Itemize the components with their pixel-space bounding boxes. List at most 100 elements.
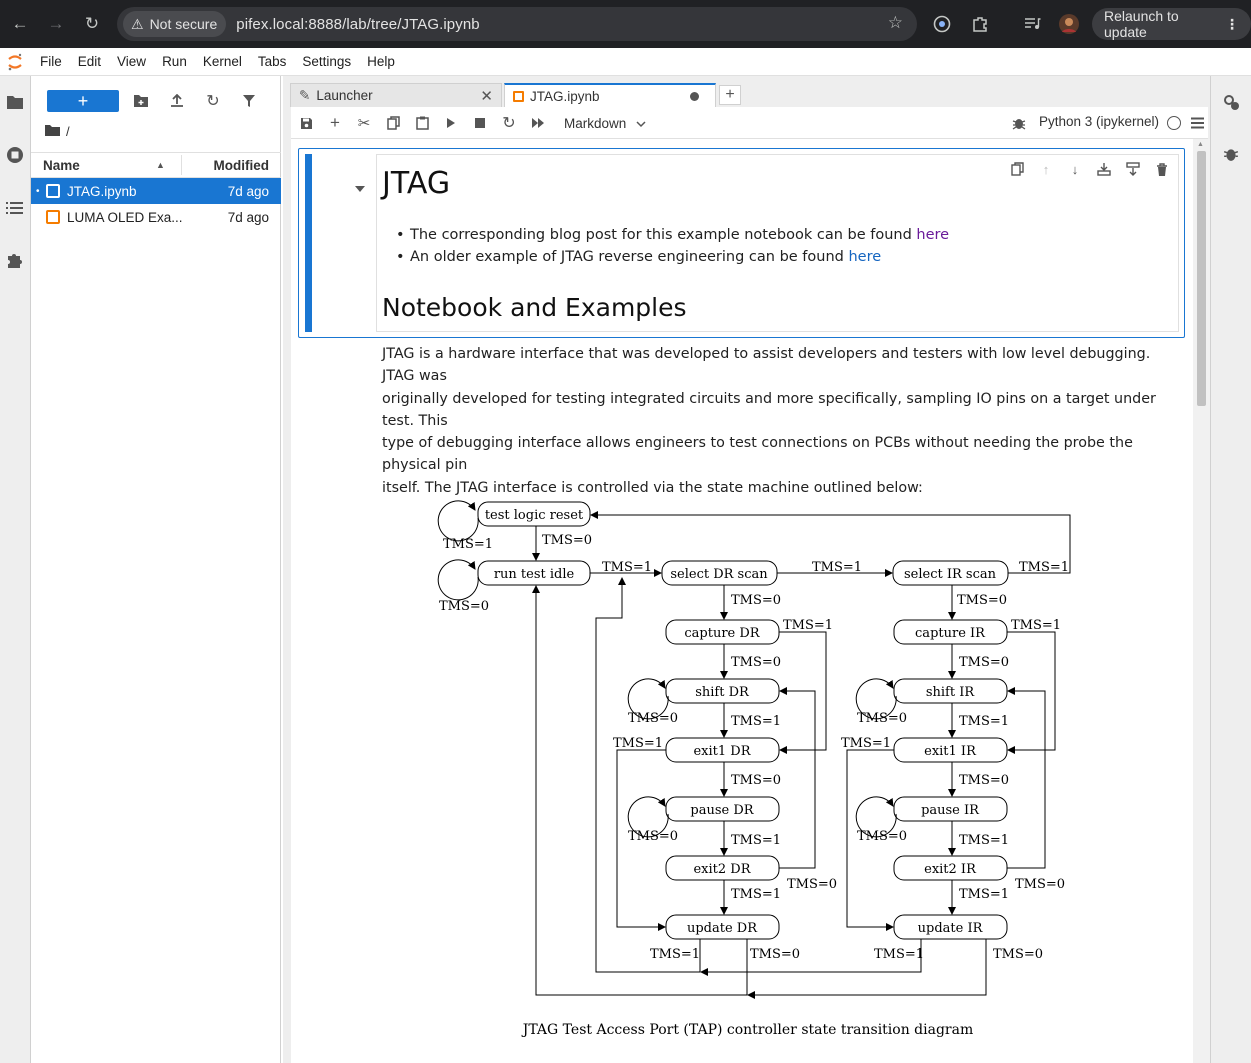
tms-label: TMS=0 bbox=[959, 773, 1009, 788]
extensions-icon[interactable] bbox=[968, 12, 992, 36]
folder-icon[interactable] bbox=[4, 91, 26, 113]
sort-ascending-icon[interactable]: ▲ bbox=[156, 160, 165, 170]
jupyter-logo-icon bbox=[0, 48, 30, 76]
state-label: update DR bbox=[687, 921, 758, 936]
tms-label: TMS=0 bbox=[787, 877, 837, 892]
relaunch-button[interactable]: Relaunch to update ⋮ bbox=[1092, 8, 1251, 40]
folder-root-icon[interactable] bbox=[45, 124, 60, 139]
duplicate-cell-icon[interactable] bbox=[1008, 160, 1026, 178]
unsaved-dot-icon[interactable] bbox=[690, 92, 699, 101]
close-icon[interactable]: ✕ bbox=[480, 87, 493, 105]
menu-edit[interactable]: Edit bbox=[77, 54, 102, 69]
file-row[interactable]: • JTAG.ipynb 7d ago bbox=[31, 178, 281, 204]
tms-label: TMS=0 bbox=[628, 829, 678, 844]
url-text[interactable]: pifex.local:8888/lab/tree/JTAG.ipynb bbox=[236, 15, 480, 33]
column-name[interactable]: Name bbox=[43, 157, 80, 173]
state-udr bbox=[665, 914, 780, 940]
filter-icon[interactable] bbox=[238, 90, 260, 112]
reload-icon[interactable]: ↻ bbox=[84, 14, 100, 33]
move-up-icon[interactable]: ↑ bbox=[1042, 161, 1050, 177]
column-modified[interactable]: Modified bbox=[213, 157, 270, 173]
property-inspector-icon[interactable] bbox=[1223, 94, 1241, 115]
menu-settings[interactable]: Settings bbox=[302, 54, 352, 69]
menu-view[interactable]: View bbox=[117, 54, 147, 69]
paste-icon[interactable] bbox=[412, 113, 432, 133]
insert-above-icon[interactable] bbox=[1095, 160, 1113, 178]
extensions-puzzle-icon[interactable] bbox=[4, 249, 26, 271]
menu-hamburger-icon[interactable] bbox=[1187, 113, 1207, 133]
tms-label: TMS=1 bbox=[841, 736, 891, 751]
kernel-name[interactable]: Python 3 (ipykernel) bbox=[1039, 114, 1160, 129]
tms-label: TMS=0 bbox=[750, 947, 800, 962]
new-launcher-button[interactable]: + bbox=[47, 90, 119, 112]
tap-state-diagram: test logic reset run test idle select DR… bbox=[437, 500, 1071, 1038]
new-folder-icon[interactable] bbox=[130, 90, 152, 112]
tms-label: TMS=1 bbox=[731, 887, 781, 902]
running-kernels-icon[interactable] bbox=[4, 144, 26, 166]
run-cell-icon[interactable] bbox=[441, 113, 461, 133]
restart-kernel-icon[interactable]: ↻ bbox=[502, 115, 516, 132]
debugger-panel-icon[interactable] bbox=[1223, 146, 1239, 165]
collapse-heading-icon[interactable] bbox=[354, 181, 366, 196]
media-controls-icon[interactable] bbox=[1020, 12, 1044, 36]
address-bar[interactable]: ⚠ Not secure pifex.local:8888/lab/tree/J… bbox=[117, 7, 917, 41]
older-example-link[interactable]: here bbox=[848, 249, 882, 265]
insert-cell-icon[interactable]: + bbox=[330, 113, 340, 132]
file-name: JTAG.ipynb bbox=[67, 183, 137, 199]
state-label: exit2 DR bbox=[693, 862, 751, 877]
heading-jtag: JTAG bbox=[382, 166, 451, 201]
state-label: pause DR bbox=[690, 803, 754, 818]
back-icon[interactable]: ← bbox=[11, 14, 29, 33]
file-list-header: Name ▲ Modified bbox=[31, 152, 281, 178]
cell-type-select[interactable]: Markdown bbox=[564, 113, 646, 133]
menu-kernel[interactable]: Kernel bbox=[202, 54, 242, 69]
avatar[interactable] bbox=[1057, 12, 1081, 36]
cell-content[interactable] bbox=[376, 154, 1179, 332]
save-icon[interactable] bbox=[296, 113, 316, 133]
breadcrumb-path[interactable]: / bbox=[66, 124, 70, 139]
list-item: An older example of JTAG reverse enginee… bbox=[396, 249, 882, 265]
delete-cell-icon[interactable] bbox=[1153, 160, 1171, 178]
cell-collapser[interactable] bbox=[305, 154, 312, 332]
forward-icon[interactable]: → bbox=[47, 14, 65, 33]
menubar: File Edit View Run Kernel Tabs Settings … bbox=[0, 48, 1251, 76]
notebook-tab-icon bbox=[513, 90, 524, 102]
tms-label: TMS=1 bbox=[731, 714, 781, 729]
tms-label: TMS=1 bbox=[874, 947, 924, 962]
add-tab-button[interactable]: + bbox=[719, 85, 741, 105]
tms-label: TMS=0 bbox=[731, 593, 781, 608]
menu-help[interactable]: Help bbox=[367, 54, 395, 69]
refresh-icon[interactable]: ↻ bbox=[206, 93, 220, 110]
interrupt-kernel-icon[interactable] bbox=[470, 113, 490, 133]
security-chip[interactable]: ⚠ Not secure bbox=[123, 11, 227, 37]
table-of-contents-icon[interactable] bbox=[4, 197, 26, 219]
profile-sync-icon[interactable] bbox=[930, 12, 954, 36]
scroll-thumb[interactable] bbox=[1197, 151, 1206, 406]
notebook-scrollbar[interactable]: ▲ bbox=[1193, 139, 1210, 1063]
state-label: select DR scan bbox=[670, 567, 768, 582]
debugger-bug-icon[interactable] bbox=[1009, 113, 1029, 133]
menu-file[interactable]: File bbox=[40, 54, 62, 69]
upload-icon[interactable] bbox=[166, 90, 188, 112]
file-row[interactable]: LUMA OLED Exa... 7d ago bbox=[31, 204, 281, 230]
cut-icon[interactable]: ✂ bbox=[357, 115, 371, 132]
tab-jtag-notebook[interactable]: JTAG.ipynb bbox=[504, 83, 716, 107]
state-label: shift IR bbox=[926, 685, 976, 700]
tms-label: TMS=0 bbox=[857, 711, 907, 726]
state-label: capture IR bbox=[915, 626, 986, 641]
tms-label: TMS=1 bbox=[443, 537, 493, 552]
active-cell[interactable] bbox=[298, 148, 1185, 338]
kernel-idle-status-icon bbox=[1167, 116, 1181, 130]
move-down-icon[interactable]: ↓ bbox=[1071, 161, 1079, 177]
menu-run[interactable]: Run bbox=[162, 54, 187, 69]
tab-bar: ✎ Launcher ✕ JTAG.ipynb + bbox=[283, 76, 1210, 107]
tab-launcher[interactable]: ✎ Launcher ✕ bbox=[290, 83, 502, 107]
copy-icon[interactable] bbox=[383, 113, 403, 133]
insert-below-icon[interactable] bbox=[1124, 160, 1142, 178]
menu-tabs[interactable]: Tabs bbox=[257, 54, 287, 69]
run-all-icon[interactable] bbox=[528, 113, 548, 133]
scroll-up-arrow-icon[interactable]: ▲ bbox=[1197, 141, 1204, 148]
blog-post-link[interactable]: here bbox=[916, 227, 950, 243]
bookmark-star-icon[interactable]: ☆ bbox=[887, 13, 903, 32]
tms-label: TMS=0 bbox=[1015, 877, 1065, 892]
